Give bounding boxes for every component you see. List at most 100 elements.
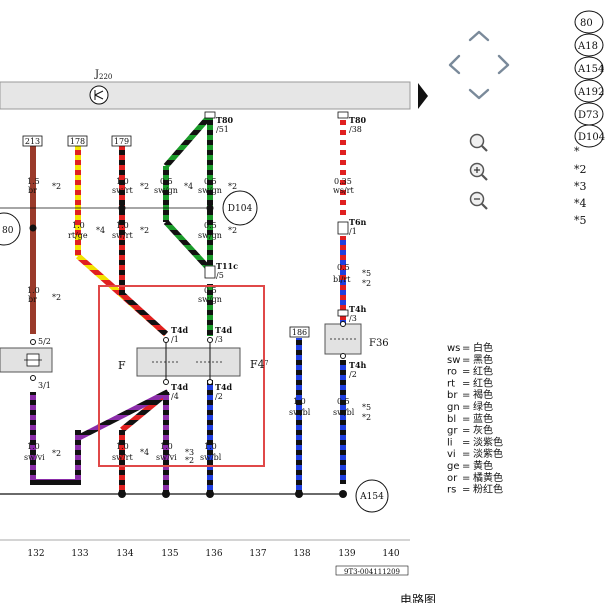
color-legend: ws=白色sw=黑色ro=红色rt=红色br=褐色gn=绿色bl=蓝色gr=灰色… [447,341,503,496]
column-numbers: 132 133 134 135 136 137 138 139 140 [27,549,399,559]
svg-text:sw/gn: sw/gn [198,186,222,195]
switch-f36 [324,321,362,359]
svg-text:139: 139 [338,549,355,559]
legend-code: sw [447,355,460,366]
svg-text:1.0: 1.0 [116,221,129,230]
ref-item[interactable]: D104 [578,132,605,143]
legend-name: 粉红色 [473,483,503,496]
junction-dot [29,224,37,232]
svg-text:/2: /2 [215,392,223,401]
ref-item[interactable]: D73 [578,110,599,121]
legend-code: ge [447,461,460,472]
arrow-down-icon[interactable] [468,88,490,100]
svg-text:br: br [28,186,37,195]
arrow-up-icon[interactable] [468,30,490,42]
svg-text:1.5: 1.5 [27,177,40,186]
wire-135 [76,116,213,494]
legend-name: 绿色 [473,400,493,413]
legend-name: 橘黄色 [473,471,503,484]
junction-dot [118,204,126,212]
legend-code: ws [447,343,460,354]
arrow-left-icon[interactable] [448,54,461,75]
svg-text:ws/rt: ws/rt [333,186,354,195]
zoom-reset-icon[interactable] [469,133,488,152]
svg-text:186: 186 [292,328,307,337]
legend-equals: = [462,473,470,484]
svg-text:*2: *2 [185,456,194,465]
star-item[interactable]: *2 [574,163,587,176]
ref-item[interactable]: A192 [577,87,604,98]
svg-text:1.0: 1.0 [27,442,40,451]
svg-text:T4h: T4h [349,304,367,314]
legend-equals: = [462,461,470,472]
svg-text:0.5: 0.5 [337,397,350,406]
svg-text:0.5: 0.5 [204,286,217,295]
navigation-controls [448,30,510,100]
svg-text:80: 80 [2,226,14,236]
svg-text:bl/rt: bl/rt [333,275,351,284]
star-item[interactable]: *5 [574,214,587,227]
star-item[interactable]: * [574,145,580,158]
svg-text:D104: D104 [228,204,253,214]
svg-text:*4: *4 [96,226,105,235]
svg-text:132: 132 [27,549,44,559]
legend-code: ro [447,367,457,378]
svg-text:0.35: 0.35 [334,177,352,186]
svg-text:T6n: T6n [349,217,367,227]
star-item[interactable]: *4 [574,197,587,210]
svg-text:sw/rt: sw/rt [112,453,133,462]
legend-equals: = [462,426,470,437]
legend-name: 淡紫色 [473,435,503,448]
svg-text:T4h: T4h [349,360,367,370]
legend-equals: = [462,414,470,425]
arrow-right-icon[interactable] [497,54,510,75]
legend-equals: = [462,402,470,413]
svg-text:1.0: 1.0 [204,442,217,451]
junction-dot [206,204,214,212]
svg-text:0.5: 0.5 [160,177,173,186]
svg-text:3/1: 3/1 [38,381,51,390]
svg-text:1.0: 1.0 [160,442,173,451]
ref-item[interactable]: 80 [580,18,593,29]
ref-item[interactable]: A18 [577,41,598,52]
svg-text:0.5: 0.5 [337,263,350,272]
zoom-in-icon[interactable] [469,162,488,181]
svg-text:0.5: 0.5 [204,221,217,230]
svg-text:1.0: 1.0 [293,397,306,406]
legend-equals: = [462,485,470,496]
svg-text:sw/bl: sw/bl [200,453,222,462]
svg-text:138: 138 [293,549,310,559]
relay-left [0,339,53,381]
legend-code: gr [447,426,458,437]
legend-equals: = [462,390,470,401]
star-item[interactable]: *3 [574,180,587,193]
drawing-code-box [335,565,409,576]
svg-text:T80: T80 [216,115,234,125]
svg-text:sw/bl: sw/bl [289,408,311,417]
legend-name: 蓝色 [473,412,493,425]
svg-text:136: 136 [205,549,222,559]
wire-139 [340,112,346,484]
svg-text:*3: *3 [185,448,194,457]
label-f36: F36 [369,338,389,349]
svg-text:/3: /3 [349,314,357,323]
svg-text:/51: /51 [216,125,229,134]
zoom-out-icon[interactable] [469,191,488,210]
svg-text:rt/ge: rt/ge [68,231,88,240]
svg-text:/38: /38 [349,125,362,134]
ground-junctions [118,490,347,498]
svg-text:/4: /4 [171,392,179,401]
svg-text:178: 178 [70,137,85,146]
svg-text:T4d: T4d [215,382,233,392]
legend-name: 黑色 [473,353,493,366]
ref-item[interactable]: A154 [577,64,604,75]
svg-text:213: 213 [25,137,40,146]
svg-text:*4: *4 [184,182,193,191]
legend-equals: = [462,367,470,378]
connector-labels: T80 /51 T80 /38 T6n /1 T11c /5 T4d /1 T4… [38,115,367,401]
svg-text:*2: *2 [52,449,61,458]
legend-code: rs [447,485,456,496]
wire-132 [30,146,81,485]
reference-list: 80 A18 A154 A192 D73 D104 * *2 *3 *4 *5 [574,10,605,227]
